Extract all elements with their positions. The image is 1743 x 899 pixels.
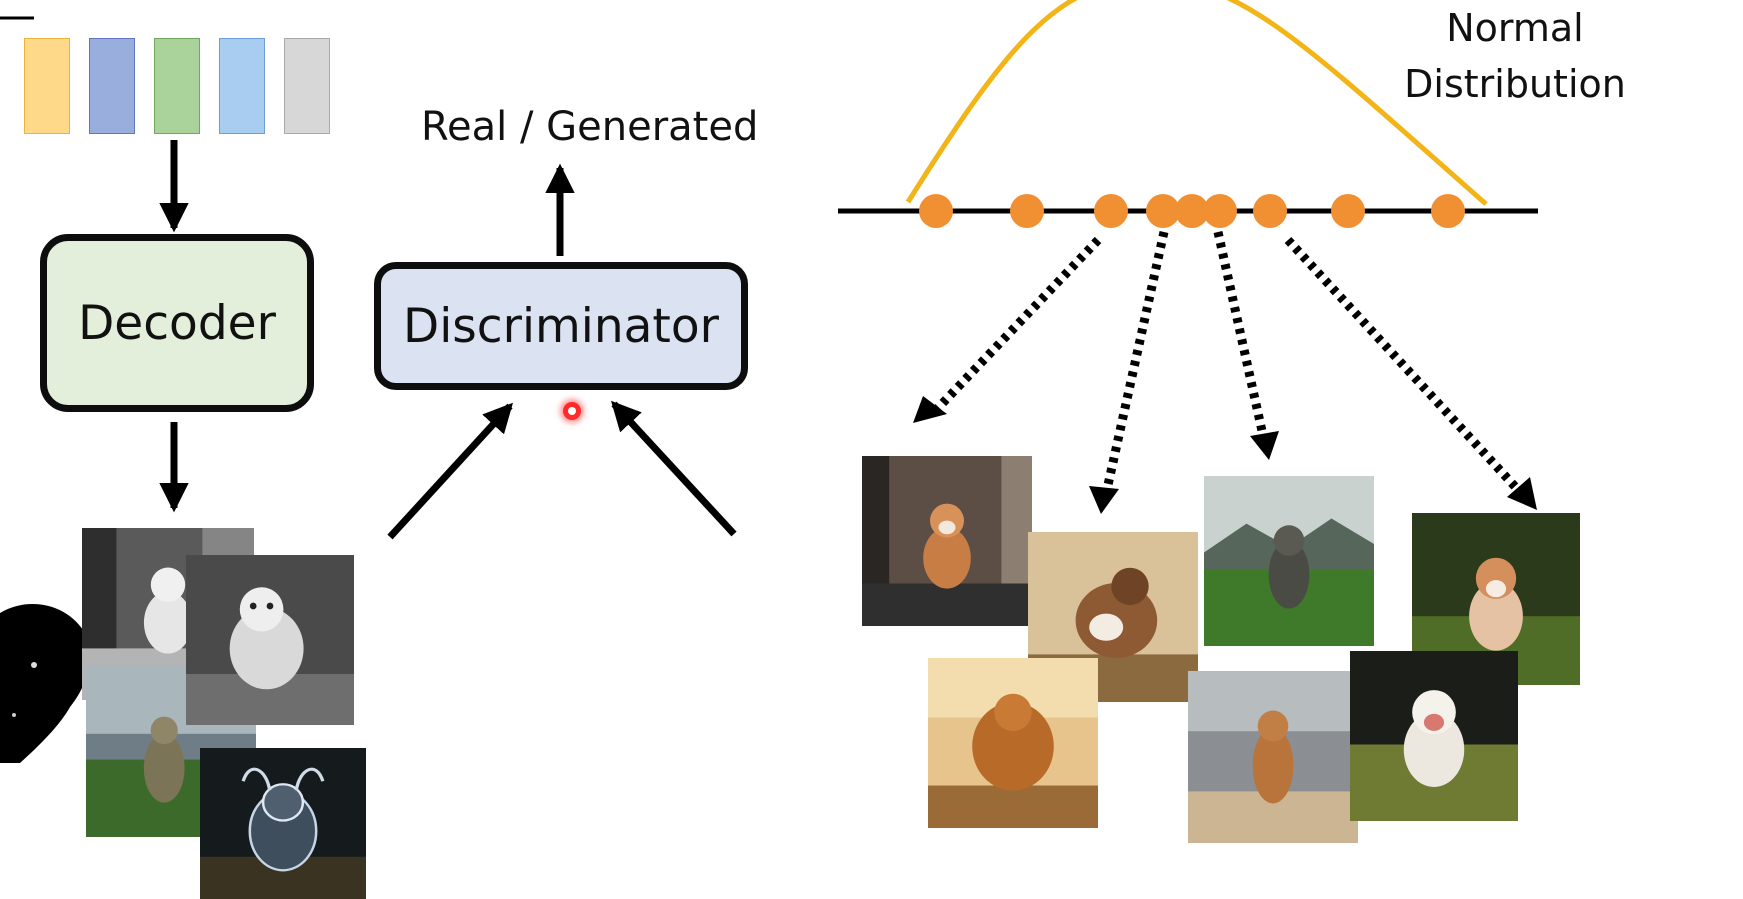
sample-link-3-head <box>1250 431 1279 460</box>
pointer-cursor <box>563 402 581 420</box>
generated-input-arrow <box>387 402 513 540</box>
sample-point-3 <box>1094 194 1128 228</box>
latent-token <box>89 38 135 134</box>
latent-token <box>219 38 265 134</box>
sampled-image <box>928 658 1098 828</box>
sample-link-1-head <box>913 396 947 423</box>
sample-point-7 <box>1253 194 1287 228</box>
dog-photo-icon <box>1188 671 1358 843</box>
dog-silhouette-icon <box>0 595 96 763</box>
sampled-image <box>1350 651 1518 821</box>
sample-point-6 <box>1203 194 1237 228</box>
dog-photo-icon <box>186 555 354 725</box>
decoder-label: Decoder <box>78 295 276 351</box>
dog-photo-icon <box>1028 532 1198 702</box>
sample-points <box>919 194 1465 228</box>
sample-link-4-head <box>1507 477 1537 510</box>
generated-image <box>186 555 354 725</box>
distribution-label-line1: Normal <box>1446 6 1584 50</box>
sample-link-1 <box>934 236 1102 412</box>
sampled-image <box>1028 532 1198 702</box>
distribution-label: Normal Distribution <box>1402 0 1628 112</box>
normal-curve <box>905 0 1488 206</box>
distribution-label-line2: Distribution <box>1404 62 1626 106</box>
sample-point-9 <box>1431 194 1465 228</box>
latent-token <box>154 38 200 134</box>
dog-photo-icon <box>1350 651 1518 821</box>
sample-link-4 <box>1284 236 1524 496</box>
dog-photo-icon <box>862 456 1032 626</box>
sample-link-2 <box>1101 231 1169 495</box>
sample-point-5 <box>1175 194 1209 228</box>
discriminator-label: Discriminator <box>403 298 719 354</box>
sample-link-3 <box>1213 231 1269 441</box>
decoder-box: Decoder <box>40 234 314 412</box>
generated-image <box>200 748 366 899</box>
sample-link-2-head <box>1089 486 1119 514</box>
generated-image <box>0 595 96 763</box>
sample-point-1 <box>919 194 953 228</box>
dog-photo-icon <box>200 748 366 899</box>
sampled-image <box>862 456 1032 626</box>
dog-photo-icon <box>928 658 1098 828</box>
sampled-image <box>1188 671 1358 843</box>
sample-point-4 <box>1146 194 1180 228</box>
dog-photo-icon <box>1204 476 1374 646</box>
discriminator-box: Discriminator <box>374 262 748 390</box>
output-label: Real / Generated <box>421 104 759 150</box>
latent-token <box>284 38 330 134</box>
sample-point-8 <box>1331 194 1365 228</box>
sampled-image <box>1204 476 1374 646</box>
sample-point-2 <box>1010 194 1044 228</box>
real-input-arrow <box>611 400 737 537</box>
latent-token <box>24 38 70 134</box>
